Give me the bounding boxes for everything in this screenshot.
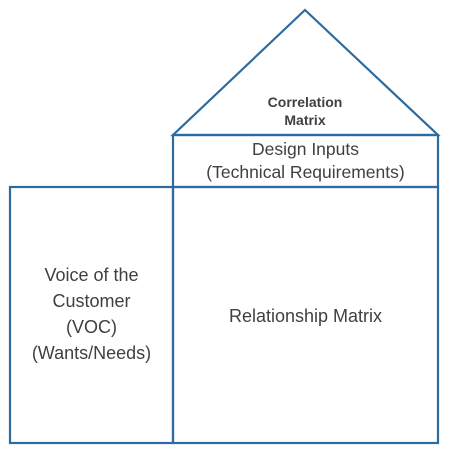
design-inputs-label: Design Inputs (Technical Requirements) bbox=[173, 138, 438, 184]
correlation-matrix-line-1: Correlation bbox=[267, 94, 343, 110]
correlation-matrix-line-2: Matrix bbox=[284, 112, 326, 128]
design-inputs-line-1: Design Inputs bbox=[251, 139, 359, 159]
relationship-matrix-text: Relationship Matrix bbox=[228, 306, 383, 326]
voc-line-1: Voice of the bbox=[44, 265, 139, 285]
correlation-matrix-label: Correlation Matrix bbox=[205, 93, 405, 129]
voc-line-3: (VOC) bbox=[66, 317, 117, 337]
design-inputs-line-2: (Technical Requirements) bbox=[206, 162, 405, 182]
relationship-matrix-box bbox=[171, 185, 440, 445]
voc-line-4: (Wants/Needs) bbox=[31, 343, 152, 363]
voc-label: Voice of the Customer (VOC) (Wants/Needs… bbox=[10, 262, 173, 366]
voc-line-2: Customer bbox=[52, 291, 131, 311]
relationship-matrix-label: Relationship Matrix bbox=[173, 304, 438, 328]
